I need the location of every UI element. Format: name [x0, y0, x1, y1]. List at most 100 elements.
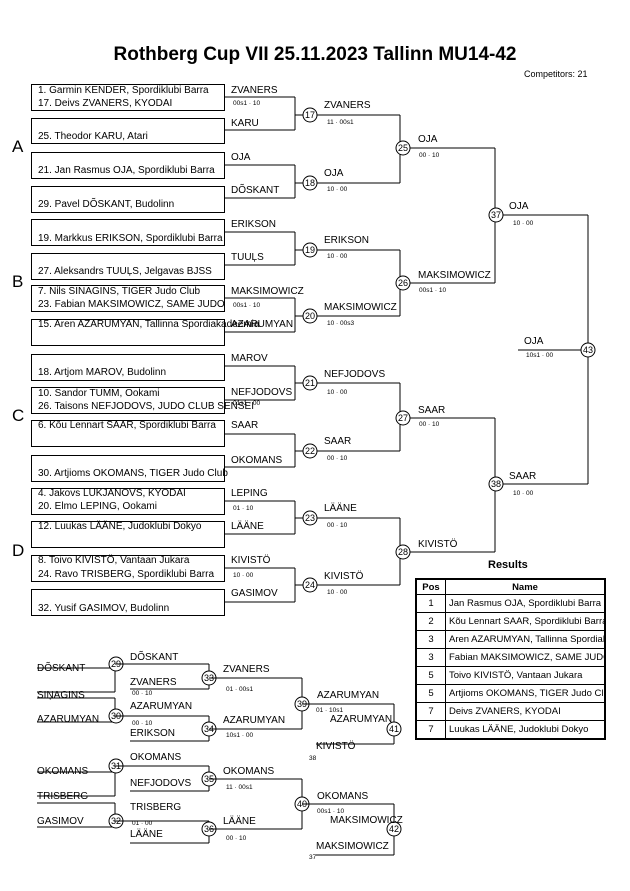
entry-name: 10. Sandor TUMM, Ookami [38, 388, 160, 399]
fight-circle [302, 577, 318, 593]
match-score: 00 · 10 [419, 421, 440, 428]
fight-circle [580, 342, 596, 358]
fight-number-label: 18 [305, 178, 315, 188]
pool-label: B [12, 272, 24, 291]
match-score: 00 · 10 [132, 690, 153, 697]
match-score: 10 · 00 [233, 572, 254, 579]
winner-name: KIVISTÖ [324, 571, 364, 582]
entry-name: 27. Aleksandrs TUUĻS, Jelgavas BJSS [38, 266, 212, 277]
winner-name: KIVISTÖ [231, 555, 271, 566]
match-score: 10s1 · 00 [526, 352, 554, 359]
rep-name: TRISBERG [37, 791, 89, 802]
fight-number-label: 26 [398, 278, 408, 288]
entry-name: 1. Garmin KENDER, Spordiklubi Barra [38, 85, 209, 96]
result-name: Deivs ZVANERS, KYODAI [445, 702, 606, 721]
entry-slot [31, 387, 225, 414]
entry-slot [31, 354, 225, 381]
entry-slot [31, 319, 225, 346]
match-score: 10 · 00 [327, 389, 348, 396]
results-title: Results [488, 559, 528, 571]
match-score: 10 · 00 [513, 220, 534, 227]
fight-number: 27 [395, 410, 411, 426]
entry-slot [31, 521, 225, 548]
fight-number: 20 [302, 308, 318, 324]
entry-name: 32. Yusif GASIMOV, Budolinn [38, 603, 170, 614]
pool-label: A [12, 137, 24, 156]
rep-name: MAKSIMOWICZ [316, 841, 389, 852]
entry-name: 29. Pavel DÕSKANT, Budolinn [38, 199, 175, 210]
result-name: Luukas LÄÄNE, Judoklubi Dokyo [445, 720, 606, 740]
fight-number: 28 [395, 544, 411, 560]
result-pos: 1 [415, 594, 446, 613]
entry-slot [31, 253, 225, 280]
winner-name: TUUĻS [231, 252, 264, 263]
fight-circle [302, 510, 318, 526]
winner-name: OKOMANS [231, 455, 283, 466]
winner-name: NEFJODOVS [324, 369, 386, 380]
tiny-note: 37 [309, 854, 317, 861]
rep-name: DÕSKANT [130, 652, 179, 663]
entry-slot [31, 455, 225, 482]
page-title: Rothberg Cup VII 25.11.2023 Tallinn MU14… [113, 44, 517, 65]
winner-name: LÄÄNE [231, 521, 264, 532]
entry-slot [31, 219, 225, 246]
fight-number: 18 [302, 175, 318, 191]
fight-number-label: 19 [305, 245, 315, 255]
fight-number-label: 20 [305, 311, 315, 321]
match-score: 00s1 · 10 [419, 287, 447, 294]
fight-number-label: 27 [398, 413, 408, 423]
result-name: Jan Rasmus OJA, Spordiklubi Barra [445, 594, 606, 613]
fight-number-label: 23 [305, 513, 315, 523]
winner-name: ZVANERS [231, 85, 278, 96]
fight-circle [302, 107, 318, 123]
rep-name: OKOMANS [223, 766, 275, 777]
entry-name: 30. Artjioms OKOMANS, TIGER Judo Club [38, 468, 228, 479]
tiny-note: 38 [309, 755, 317, 762]
winner-name: SAAR [509, 471, 537, 482]
winner-name: ERIKSON [324, 235, 370, 246]
fight-number-label: 17 [305, 110, 315, 120]
result-pos: 5 [415, 684, 446, 703]
rep-name: AZARUMYAN [317, 690, 380, 701]
match-score: 00 · 10 [327, 522, 348, 529]
fight-circle [395, 275, 411, 291]
match-score: 00s1 · 10 [317, 808, 345, 815]
winner-name: OJA [231, 152, 251, 163]
rep-name: LÄÄNE [223, 816, 256, 827]
fight-circle [302, 242, 318, 258]
match-score: 00 · 10 [226, 835, 247, 842]
entry-slot [31, 555, 225, 582]
winner-name: AZARUMYAN [231, 319, 294, 330]
rep-name: NEFJODOVS [130, 778, 192, 789]
entry-slot [31, 84, 225, 111]
winner-name: OJA [324, 168, 344, 179]
fight-circle [488, 207, 504, 223]
match-score: 01 · 00s1 [226, 686, 254, 693]
entry-name: 6. Kõu Lennart SAAR, Spordiklubi Barra [38, 420, 216, 431]
entry-name: 23. Fabian MAKSIMOWICZ, SAME JUDO [38, 299, 225, 310]
winner-name: ERIKSON [231, 219, 277, 230]
match-score: 10 · 00 [513, 490, 534, 497]
fight-number: 22 [302, 443, 318, 459]
rep-name: ZVANERS [223, 664, 270, 675]
winner-name: KARU [231, 118, 259, 129]
winner-name: SAAR [231, 420, 259, 431]
entry-name: 20. Elmo LEPING, Ookami [38, 501, 157, 512]
match-score: 01 · 10 [233, 505, 254, 512]
result-pos: 2 [415, 612, 446, 631]
match-score: 10 · 00 [327, 186, 348, 193]
winner-name: SAAR [418, 405, 446, 416]
fight-number-label: 24 [305, 580, 315, 590]
competitor-count: Competitors: 21 [524, 69, 588, 79]
fight-number: 17 [302, 107, 318, 123]
match-score: 10 · 00 [327, 253, 348, 260]
winner-name: GASIMOV [231, 588, 278, 599]
fight-number-label: 21 [305, 378, 315, 388]
match-score: 11 · 00s1 [327, 119, 354, 126]
rep-name: AZARUMYAN [130, 701, 193, 712]
match-score: 01s1 · 00 [233, 400, 261, 407]
match-score: 00 · 10 [327, 455, 348, 462]
